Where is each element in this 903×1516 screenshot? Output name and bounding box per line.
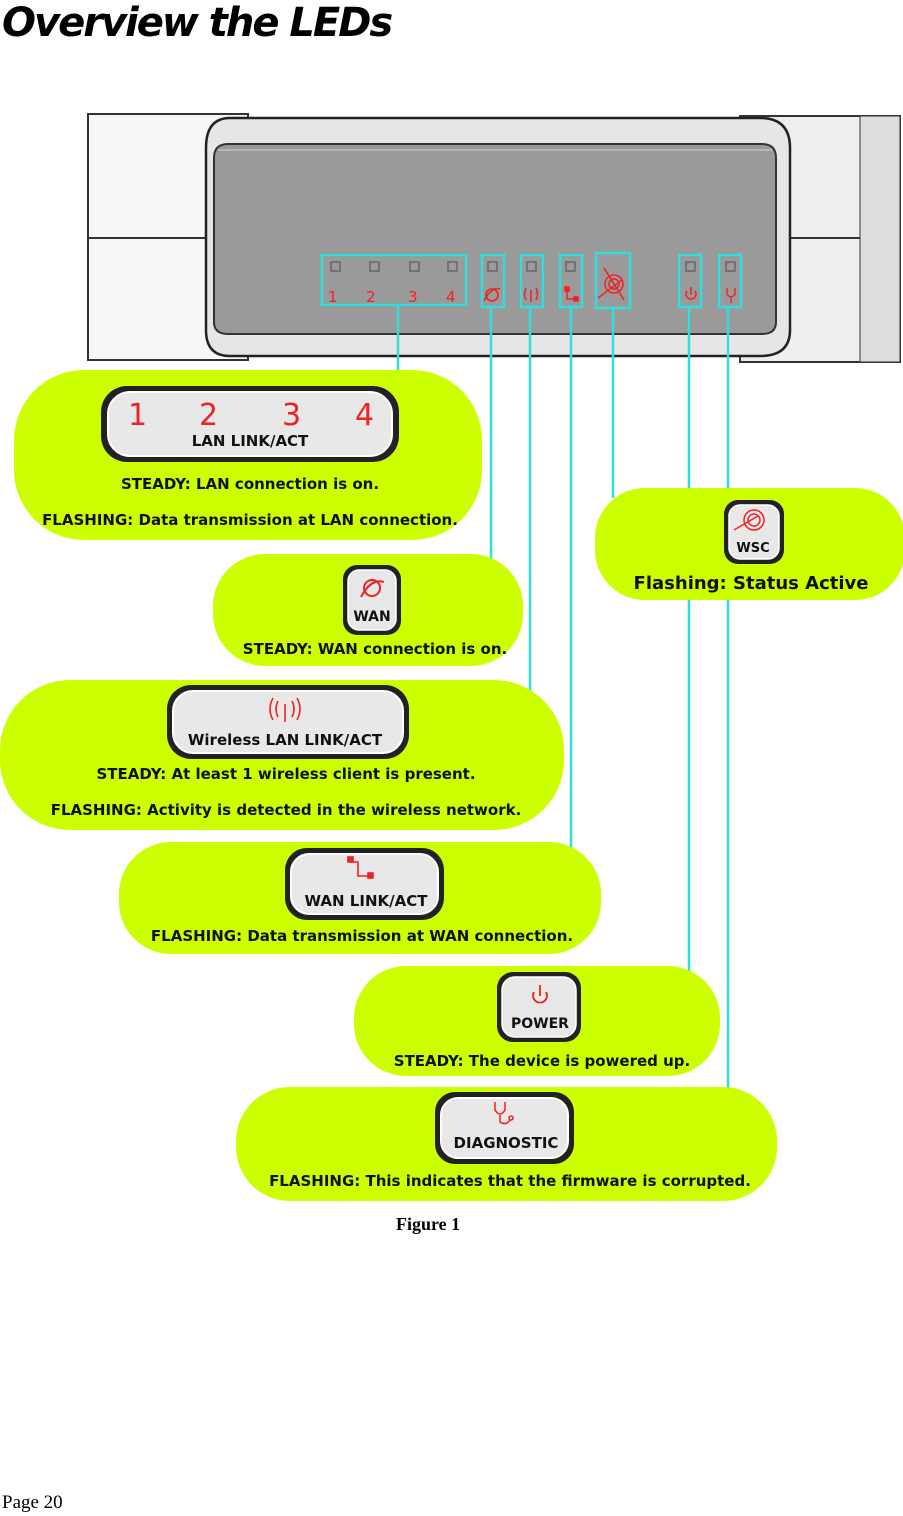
lan-flashing-text: FLASHING: Data transmission at LAN conne…	[42, 511, 458, 529]
wsc-badge-icon	[733, 509, 765, 531]
diag-flashing-text: FLASHING: This indicates that the firmwa…	[269, 1172, 751, 1190]
wireless-antenna-icon	[523, 287, 539, 302]
wlan-badge-label: Wireless LAN LINK/ACT	[188, 731, 383, 749]
diag-badge-icon	[494, 1102, 514, 1125]
wan-link-badge-icon	[347, 856, 374, 879]
diag-badge-label: DIAGNOSTIC	[454, 1134, 559, 1152]
connector-lines	[396, 306, 730, 1092]
router-front-panel: 1 2 3 4	[87, 113, 901, 363]
wan-link-callout: WAN LINK/ACT FLASHING: Data transmission…	[119, 842, 601, 954]
power-callout: POWER STEADY: The device is powered up.	[354, 966, 720, 1076]
lan-badge-number-1: 1	[128, 398, 147, 433]
wan-badge-globe-icon	[360, 579, 385, 598]
diagnostic-icon	[726, 288, 736, 303]
wlan-steady-text: STEADY: At least 1 wireless client is pr…	[96, 765, 475, 783]
power-badge-label: POWER	[511, 1016, 569, 1032]
lan-port-1-label: 1	[328, 288, 338, 306]
wan-globe-icon	[483, 287, 501, 302]
wlan-antenna-icon	[269, 697, 301, 722]
wan-link-flashing-text: FLASHING: Data transmission at WAN conne…	[151, 927, 573, 945]
lan-callout: 1 2 3 4 LAN LINK/ACT STEADY: LAN connect…	[14, 370, 482, 540]
page-number: Page 20	[2, 1492, 63, 1513]
wan-callout: WAN STEADY: WAN connection is on.	[213, 554, 523, 666]
lan-steady-text: STEADY: LAN connection is on.	[121, 475, 379, 493]
page-title: Overview the LEDs	[2, 0, 393, 46]
wan-badge-label: WAN	[353, 609, 390, 625]
lan-badge-label: LAN LINK/ACT	[192, 432, 309, 450]
lan-port-numbers: 1 2 3 4	[328, 288, 456, 306]
wlan-flashing-text: FLASHING: Activity is detected in the wi…	[51, 801, 522, 819]
power-badge-icon	[532, 985, 548, 1004]
led-overview-figure: 1 2 3 4	[0, 113, 903, 1201]
lan-badge-number-3: 3	[282, 398, 301, 433]
wan-link-icon	[564, 286, 579, 302]
wan-steady-text: STEADY: WAN connection is on.	[243, 640, 507, 658]
lan-port-3-label: 3	[408, 288, 418, 306]
power-icon	[685, 287, 697, 300]
wan-link-badge-label: WAN LINK/ACT	[305, 892, 429, 910]
wsc-panel-icon	[597, 267, 625, 301]
power-steady-text: STEADY: The device is powered up.	[394, 1052, 690, 1070]
lan-port-2-label: 2	[366, 288, 376, 306]
wsc-badge-label: WSC	[736, 541, 769, 556]
wsc-callout: WSC Flashing: Status Active	[595, 488, 903, 600]
wsc-flashing-text: Flashing: Status Active	[634, 573, 869, 594]
lan-port-4-label: 4	[446, 288, 456, 306]
wlan-callout: Wireless LAN LINK/ACT STEADY: At least 1…	[0, 680, 564, 830]
lan-badge-number-2: 2	[199, 398, 218, 433]
lan-badge-number-4: 4	[355, 398, 374, 433]
diag-callout: DIAGNOSTIC FLASHING: This indicates that…	[236, 1087, 777, 1201]
figure-caption: Figure 1	[396, 1214, 461, 1234]
